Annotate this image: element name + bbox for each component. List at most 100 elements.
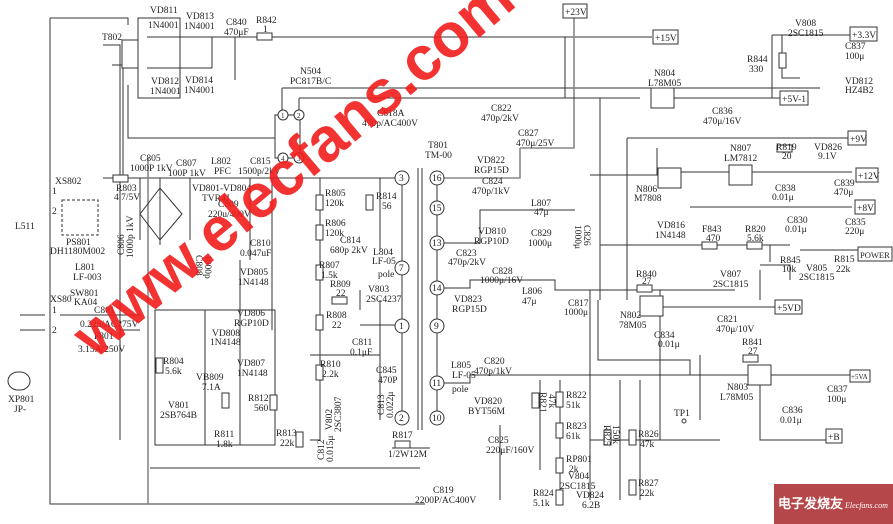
label-c814: C814 <box>340 236 361 246</box>
pin-label: 9 <box>434 322 439 332</box>
resistor-r809 <box>331 296 348 305</box>
label-v803-part: 2SC4237 <box>366 295 402 305</box>
label-vd805-part: 1N4148 <box>238 278 269 288</box>
test-point-tp1: TP1 <box>674 409 690 419</box>
label-ps801-part: DH1180M002 <box>50 247 105 257</box>
label-c837-b: C837 <box>827 385 848 395</box>
label-c817: C817 <box>568 299 589 309</box>
label-c836-b-value: 0.01μ <box>780 416 802 426</box>
label-c830: C830 <box>787 216 808 226</box>
label-c808: C808 <box>193 255 203 276</box>
label-c835: C835 <box>845 218 866 228</box>
label-t802: T802 <box>102 33 122 43</box>
label-r812: R812 <box>248 394 269 404</box>
label-vd814: VD814 <box>185 76 213 86</box>
label-r815: R815 <box>834 255 855 265</box>
resistor-r827 <box>628 479 637 496</box>
label-r803: R803 <box>116 184 137 194</box>
label-r806-value: 120k <box>325 229 344 239</box>
rail-power: POWER <box>860 250 890 260</box>
label-c839: C839 <box>834 179 855 189</box>
label-l807-value: 47μ <box>534 208 549 218</box>
pin-label: 7 <box>399 264 404 274</box>
label-c824-value: 470p/1kV <box>472 187 510 197</box>
label-c834-value: 0.01μ <box>658 340 680 350</box>
label-vd822-part: RGP15D <box>474 166 509 176</box>
pin-label: 1 <box>281 112 285 120</box>
label-c819: C819 <box>433 486 454 496</box>
rail-3v3: +3.3V <box>852 31 876 41</box>
label-v802-part: 2SC3807 <box>334 396 344 432</box>
label-xp801-part: JP- <box>14 405 26 415</box>
label-r809-value: 22 <box>336 289 346 299</box>
label-vd812: VD812 <box>151 77 179 87</box>
label-vd805: VD805 <box>240 268 268 278</box>
pin-label: 2 <box>297 112 301 120</box>
label-vd820-part: BYT56M <box>468 407 506 417</box>
label-r822: R822 <box>566 391 587 401</box>
resistor-r810 <box>315 364 324 381</box>
resistor-r824 <box>555 489 564 506</box>
label-c829-value: 1000μ <box>528 239 552 249</box>
label-r825-value: 150k <box>610 425 620 444</box>
label-vd806: VD806 <box>237 309 265 319</box>
label-r812-value: 560 <box>254 404 269 414</box>
pin-label: 3 <box>297 155 301 163</box>
resistor-r805 <box>315 194 324 211</box>
label-vd810: VD810 <box>478 227 506 237</box>
label-r813: R813 <box>276 429 297 439</box>
rail-12v: +12V <box>858 172 880 182</box>
label-connector-pin: 2 <box>52 326 57 336</box>
label-c823: C823 <box>456 249 477 259</box>
rail-5v-1: +5V-1 <box>782 95 806 105</box>
pin-label: 14 <box>432 284 442 294</box>
label-l807: L807 <box>531 199 551 209</box>
label-r841: R841 <box>742 338 763 348</box>
label-c837-value: 100μ <box>845 52 864 62</box>
label-vd823: VD823 <box>454 295 482 305</box>
label-r806: R806 <box>325 219 346 229</box>
label-vd816-part: 1N4148 <box>655 231 686 241</box>
label-vd807-part: 1N4148 <box>237 369 268 379</box>
label-c827-value: 470μ/25V <box>516 139 554 149</box>
label-n802-part: 78M05 <box>619 321 647 331</box>
label-l805-pole: pole <box>452 385 468 395</box>
label-ps801: PS801 <box>66 238 91 248</box>
pins: 3 16 15 13 7 14 9 1 11 2 10 1 2 4 3 <box>277 109 445 426</box>
resistor-r823 <box>555 422 564 439</box>
rail-8v: +8V <box>857 204 874 214</box>
resistor-r808 <box>315 314 324 331</box>
label-r824-value: 5.1k <box>533 499 550 509</box>
label-c814-value: 680p 2kV <box>330 246 368 256</box>
label-l804: L804 <box>373 248 393 258</box>
logo-en: Elecfans.com <box>844 501 888 510</box>
label-v804: V804 <box>568 472 589 482</box>
label-r842: R842 <box>256 16 277 26</box>
label-connector-pin: 1 <box>52 187 57 197</box>
label-c826: C826 <box>581 225 591 246</box>
resistor-r819 <box>776 144 793 153</box>
label-c825: C825 <box>488 436 509 446</box>
label-c809: C809 <box>218 200 239 210</box>
label-c807-value: 100P 1kV <box>168 169 206 179</box>
resistor-r820 <box>746 241 763 250</box>
label-connector-pin: 2 <box>52 207 57 217</box>
label-t801-part: TM-00 <box>425 151 452 161</box>
label-n803: N803 <box>727 383 748 393</box>
resistor-r841 <box>742 354 759 363</box>
label-vb809: VB809 <box>196 373 224 383</box>
label-r805: R805 <box>325 189 346 199</box>
label-r819-value: 20 <box>782 152 792 162</box>
label-c835-value: 220μ <box>845 227 864 237</box>
resistor-r807 <box>315 264 324 281</box>
label-l802-value: PFC <box>214 167 231 177</box>
pin-label: 11 <box>432 379 441 389</box>
label-n807-part: LM7812 <box>724 154 758 164</box>
label-c823-value: 470p/2kV <box>448 258 486 268</box>
label-c828-value: 1000μ/16V <box>480 276 523 286</box>
resistor-r817 <box>394 440 411 449</box>
label-r817: R817 <box>392 431 413 441</box>
label-v808: V808 <box>795 19 816 29</box>
